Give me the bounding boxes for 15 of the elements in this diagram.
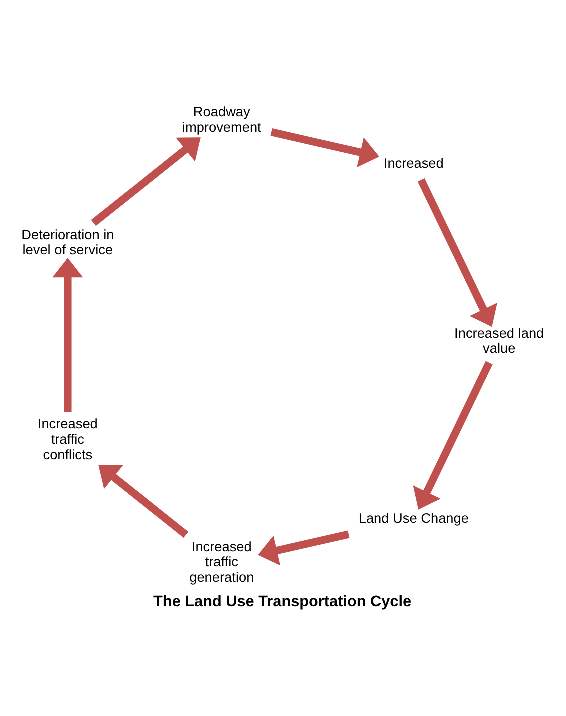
arrow [98, 465, 189, 538]
node-text: Increased land value [454, 326, 544, 356]
arrow [413, 361, 493, 510]
node-text: Roadway improvement [182, 104, 262, 135]
node-text: Land Use Change [358, 510, 469, 526]
node-text: Deterioration in level of service [22, 227, 114, 258]
arrow [91, 138, 201, 226]
node-text: Increased traffic conflicts [38, 416, 98, 462]
node-text: Increased [384, 156, 444, 171]
node-text: Increased traffic generation [190, 539, 254, 586]
arrow [270, 128, 380, 168]
arrow [258, 530, 350, 566]
arrow [418, 178, 498, 328]
arrow [52, 258, 84, 412]
diagram-title: The Land Use Transportation Cycle [154, 594, 412, 611]
